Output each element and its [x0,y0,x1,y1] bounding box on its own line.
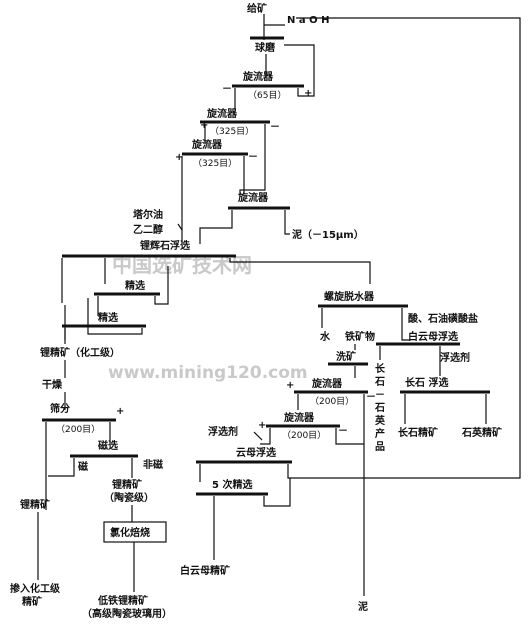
naoh-label: N a O H [287,15,329,26]
iron-minerals-label: 铁矿物 [345,330,375,343]
ball-mill-label: 球磨 [255,41,276,54]
feldspar-conc-label: 长石精矿 [398,426,438,439]
magnetic-label: 磁 [78,460,88,473]
cleaning-2-label: 精选 [98,311,118,324]
dolomite-float-label: 白云母浮选 [408,330,458,343]
to-chem-1: 掺入化工级 [10,582,61,595]
cyclone-2-mesh: （325目） [210,126,254,137]
non-magnetic-label: 非磁 [143,458,163,471]
cyclone-3-label: 旋流器 [191,138,223,151]
to-chem-2: 精矿 [22,595,42,608]
cyclone-4-slime-line [284,210,290,235]
chlorination-label: 氯化焙烧 [110,526,150,539]
spiral-label: 螺旋脱水器 [324,290,375,303]
feldspar-quartz-4: 石 [374,402,385,414]
magnetic-line [48,458,75,477]
cyclone-1-mesh: （65目） [248,90,286,101]
tall-oil-label: 塔尔油 [133,208,163,221]
drying-label: 干燥 [42,378,63,391]
quartz-conc-label: 石英精矿 [461,426,502,439]
classify-plus: + [116,406,124,417]
cyclone-5-plus: + [286,380,294,391]
clean-5-recycle [263,478,291,507]
water-label: 水 [319,330,331,343]
glycol-label: 乙二醇 [133,223,163,236]
cyclone-2-plus: + [200,120,208,131]
cyclone-6-minus: － [338,426,348,437]
agent-1-line [253,431,263,441]
slime-15-label: 泥（－15μm） [292,228,364,241]
cyclone-3-minus: － [248,152,258,163]
dolomite-conc-label: 白云母精矿 [180,564,230,577]
cyclone-1-minus: － [222,84,232,95]
feldspar-quartz-2: 石 [374,376,385,388]
slime-bottom-label: 泥 [358,600,368,613]
feldspar-quartz-1: 长 [375,362,386,375]
cyclone-6-plus-line [260,428,271,445]
cyclone-4-label: 旋流器 [237,191,269,204]
spiral-to-dolomite-line [401,308,410,341]
cyclone-2-minus-line [239,124,266,194]
li-conc-left: 锂精矿 [20,498,50,511]
classify-mesh: （200目） [56,424,100,435]
feldspar-quartz-7: 品 [375,441,385,453]
cleaning-1-recycle [154,266,169,305]
cyclone-1-label: 旋流器 [242,70,274,83]
li-conc-chem-label: 锂精矿（化工级） [40,346,120,359]
classify-label: 筛分 [50,402,70,415]
flotation-agent-1: 浮选剂 [208,425,238,438]
cleaning-1-label: 精选 [125,279,145,292]
acid-label: 酸、石油磺酸盐 [408,312,478,325]
clean-5-label: 5 次精选 [212,478,252,491]
cyclone-6-label: 旋流器 [283,411,315,424]
feldspar-quartz-6: 产 [375,427,385,440]
li-conc-ceramic-1: 锂精矿 [112,478,142,491]
watermark-url: www.mining120.com [108,363,308,383]
low-fe-2: （高级陶瓷玻璃用） [82,607,172,620]
cyclone-5-mesh: （200目） [310,396,354,407]
reagent-line [177,223,183,231]
mag-sep-label: 磁选 [98,439,118,452]
feldspar-float-label: 长石 浮选 [405,376,448,389]
cyclone-5-label: 旋流器 [311,377,343,390]
li-conc-ceramic-2: （陶瓷级） [104,491,154,504]
cleaning-2-recycle [87,298,143,335]
chlorination-box [103,521,167,543]
spodumene-tail-line [229,258,371,284]
feldspar-quartz-3: － [375,390,385,401]
low-fe-1: 低铁锂精矿 [97,594,148,607]
spodumene-float-label: 锂辉石浮选 [140,239,190,252]
mica-float-label: 云母浮选 [236,446,276,459]
cyclone-3-mesh: （325目） [193,158,237,169]
cyclone-6-mesh: （200目） [282,430,326,441]
mica-tail-recycle [287,17,521,479]
cyclone-6-minus-line [335,428,364,445]
feed-label: 给矿 [247,2,267,15]
cyclone-2-label: 旋流器 [206,107,238,120]
cyclone-4-underflow [199,210,233,244]
cyclone-1-plus: + [304,88,312,99]
cyclone-6-plus: + [258,420,266,431]
cyclone-5-minus: － [366,392,376,403]
feldspar-quartz-5: 英 [374,414,386,427]
cyclone-2-minus: － [270,122,280,133]
cyclone-1-recycle [284,44,315,97]
cyclone-3-plus: + [175,152,183,163]
wash-label: 洗矿 [336,350,356,363]
flotation-agent-2: 浮选剂 [440,351,470,364]
